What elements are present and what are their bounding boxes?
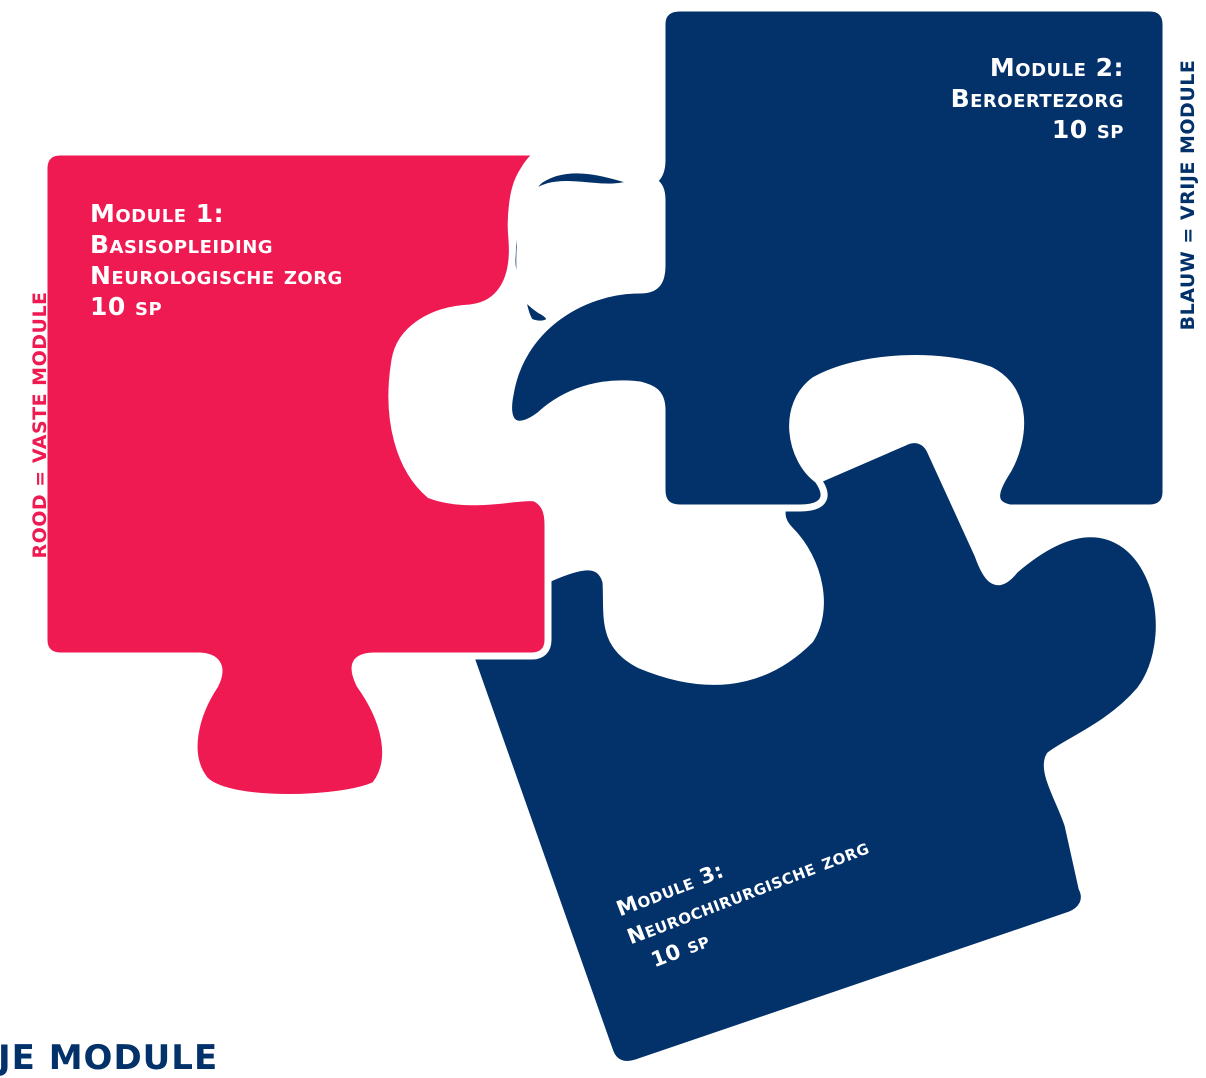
puzzle-piece-module-3 <box>466 436 1163 1069</box>
module-2-credits: 10 sp <box>1051 115 1124 144</box>
module-1-credits: 10 sp <box>90 292 163 321</box>
puzzle-piece-module-2 <box>505 4 1170 512</box>
module-2-label: Module 2: Beroertezorg 10 sp <box>951 52 1124 145</box>
puzzle-gap <box>508 152 546 240</box>
bottom-partial-heading: je module <box>0 1038 219 1078</box>
module-1-label: Module 1: Basisopleiding Neurologische z… <box>90 198 343 322</box>
legend-red-fixed-module: rood = vaste module <box>29 291 51 559</box>
module-2-name: Beroertezorg <box>950 84 1124 113</box>
puzzle-piece-module-1 <box>40 148 552 801</box>
module-1-line3: Neurologische zorg <box>90 261 343 290</box>
module-2-title: Module 2: <box>989 53 1124 82</box>
module-1-line2: Basisopleiding <box>90 230 274 259</box>
module-1-title: Module 1: <box>90 199 225 228</box>
legend-blue-free-module: blauw = vrije module <box>1177 59 1199 331</box>
